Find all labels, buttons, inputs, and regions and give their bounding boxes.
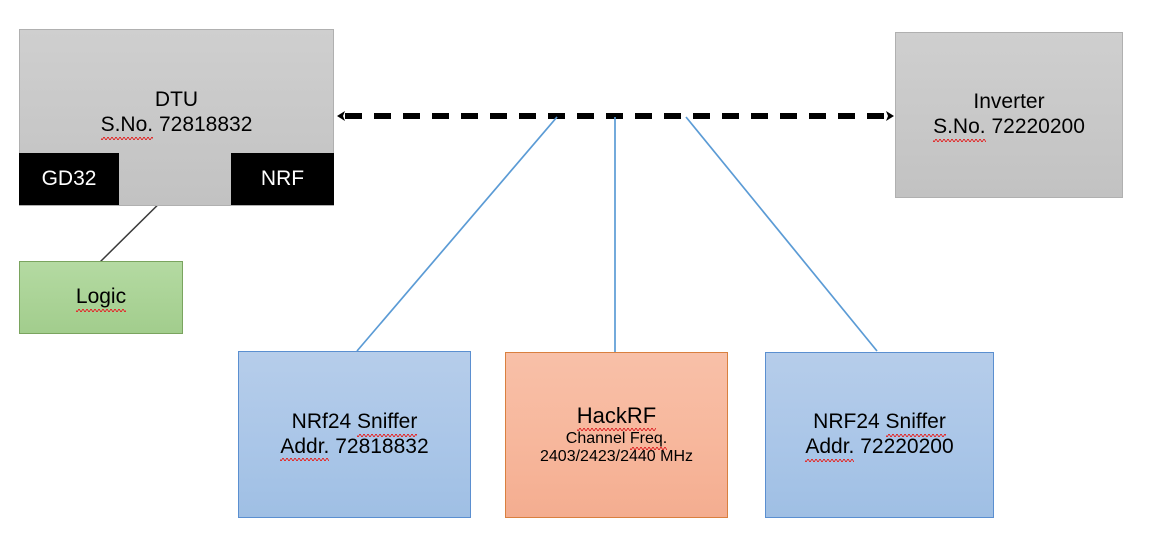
sniffer-right-line1-a: NRF24	[813, 410, 886, 434]
sniffer-right-addr-prefix: Addr.	[805, 435, 855, 462]
sniffer-right-line1-b: Sniffer	[885, 410, 947, 437]
sniffer-right-line1: NRF24 Sniffer	[813, 410, 947, 437]
logic-label: Logic	[75, 285, 127, 312]
inverter-serial-prefix: S.No.	[933, 115, 986, 142]
node-inverter[interactable]: Inverter S.No. 72220200	[895, 32, 1123, 198]
inverter-serial-line: S.No. 72220200	[933, 115, 1085, 142]
hackrf-sub1: Channel Freq.	[565, 429, 668, 451]
node-sniffer-right[interactable]: NRF24 Sniffer Addr. 72220200	[765, 352, 994, 518]
hackrf-sub1-b: Freq.	[629, 429, 668, 451]
node-logic[interactable]: Logic	[19, 261, 183, 334]
dtu-serial-prefix: S.No.	[100, 112, 154, 140]
nrf-label: NRF	[260, 167, 305, 190]
sniffer-left-line1: NRf24 Sniffer	[291, 409, 418, 437]
inverter-label: Inverter	[973, 90, 1045, 114]
node-hackrf[interactable]: HackRF Channel Freq. 2403/2423/2440 MHz	[505, 352, 728, 518]
sniffer-left-line2: Addr. 72818832	[280, 434, 429, 462]
hackrf-sub1-a: Channel	[565, 429, 630, 447]
sniffer-right-line2: Addr. 72220200	[805, 435, 954, 462]
sniffer-left-addr-prefix: Addr.	[280, 434, 330, 462]
dtu-serial-value: 72818832	[158, 112, 253, 136]
hackrf-sub2: 2403/2423/2440 MHz	[540, 448, 693, 466]
inverter-serial-value: 72220200	[991, 115, 1085, 138]
node-nrf[interactable]: NRF	[231, 153, 334, 205]
inverter-serial-value-wrap: 72220200	[986, 115, 1085, 138]
gd32-label: GD32	[41, 167, 97, 190]
dtu-serial-value-wrap: 72818832	[153, 113, 252, 136]
sniffer-left-addr-value: 72818832	[329, 434, 429, 458]
hackrf-title: HackRF	[576, 402, 657, 431]
connector-sniffer-left-tap	[356, 116, 558, 352]
sniffer-left-line1-b: Sniffer	[357, 409, 418, 437]
logic-label-wrap: Logic	[75, 285, 127, 312]
dtu-label: DTU	[154, 88, 199, 111]
sniffer-right-addr-value: 72220200	[854, 435, 954, 458]
sniffer-left-line1-a: NRf24	[291, 409, 358, 433]
node-gd32[interactable]: GD32	[19, 153, 119, 205]
dtu-serial-line: S.No. 72818832	[100, 112, 252, 140]
hackrf-title-wrap: HackRF	[576, 402, 657, 431]
connector-sniffer-right-tap	[685, 116, 878, 352]
node-sniffer-left[interactable]: NRf24 Sniffer Addr. 72818832	[238, 351, 471, 518]
